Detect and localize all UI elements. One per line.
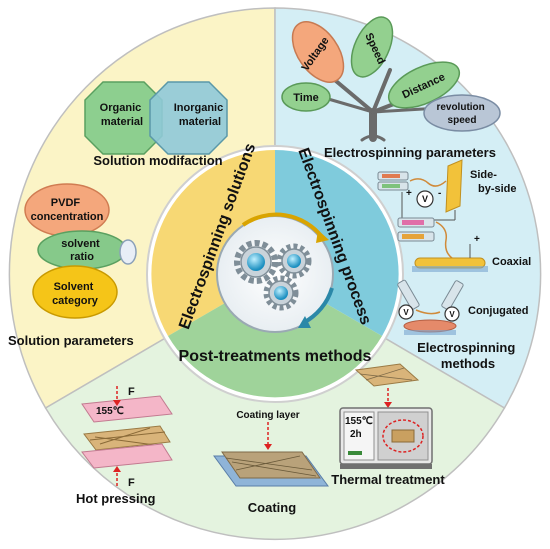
solvent-ratio-label: solvent ratio xyxy=(61,238,103,263)
coaxial-label: Coaxial xyxy=(492,256,531,268)
conjugated-setup xyxy=(397,279,464,335)
time-label: Time xyxy=(293,92,318,104)
revolution-leaf xyxy=(423,94,501,132)
pvdf-ellipse xyxy=(24,183,110,237)
solvent-category-ellipse xyxy=(32,265,118,319)
side-by-side-label: Side- by-side xyxy=(470,169,517,195)
hot-press-force-bottom: F xyxy=(128,477,135,489)
inorganic-label: Inorganic material xyxy=(174,102,227,128)
cycle-arrowhead-icon-2 xyxy=(298,316,311,328)
organic-label: Organic material xyxy=(100,102,145,128)
conjugated-v-right: V xyxy=(449,310,455,319)
coating-setup xyxy=(213,422,329,487)
coaxial-plus: + xyxy=(474,234,480,245)
hot-pressing-title: Hot pressing xyxy=(76,491,156,506)
side-by-side-setup xyxy=(377,159,463,221)
organic-material-octagon xyxy=(84,81,163,155)
revolution-label: revolution speed xyxy=(436,102,487,126)
hot-press-setup xyxy=(81,386,173,486)
electrospinning-methods-title: Electrospinning methods xyxy=(417,340,519,371)
voltage-leaf xyxy=(291,21,345,83)
solution-parameters-title: Solution parameters xyxy=(8,333,134,348)
section-label-post: Post-treatments methods xyxy=(179,348,372,365)
thermal-treatment-title: Thermal treatment xyxy=(331,472,445,487)
solvent-ratio-ellipse xyxy=(37,230,127,270)
coating-layer-label: Coating layer xyxy=(236,410,299,421)
time-leaf xyxy=(281,82,331,112)
speed-leaf xyxy=(350,16,394,78)
hot-press-temperature: 155℃ xyxy=(96,406,124,417)
conjugated-label: Conjugated xyxy=(468,305,529,317)
conjugated-v-left: V xyxy=(403,308,409,317)
solvent-category-label: Solvent category xyxy=(52,281,99,307)
side-by-side-v: V xyxy=(422,194,428,204)
electrospinning-parameters-title: Electrospinning parameters xyxy=(324,145,496,160)
pvdf-label: PVDF concentration xyxy=(31,197,104,223)
inorganic-material-octagon xyxy=(149,81,228,155)
side-by-side-plus: + xyxy=(406,188,412,199)
outer-sector-post xyxy=(44,273,506,541)
coating-title: Coating xyxy=(248,500,296,515)
cycle-arrowhead-icon xyxy=(316,230,329,243)
hot-press-force-top: F xyxy=(128,386,135,398)
oven-time: 2h xyxy=(350,429,362,440)
solution-modification-title: Solution modifaction xyxy=(93,153,222,168)
middle-sector-post xyxy=(168,274,382,398)
cycle-arrow-icon xyxy=(241,212,324,239)
coaxial-setup xyxy=(397,217,488,272)
oven-temperature: 155℃ xyxy=(345,416,373,427)
thermal-setup xyxy=(339,363,433,469)
connector-knob xyxy=(119,239,137,265)
side-by-side-minus: - xyxy=(438,188,441,199)
bubble-icon xyxy=(247,253,301,300)
